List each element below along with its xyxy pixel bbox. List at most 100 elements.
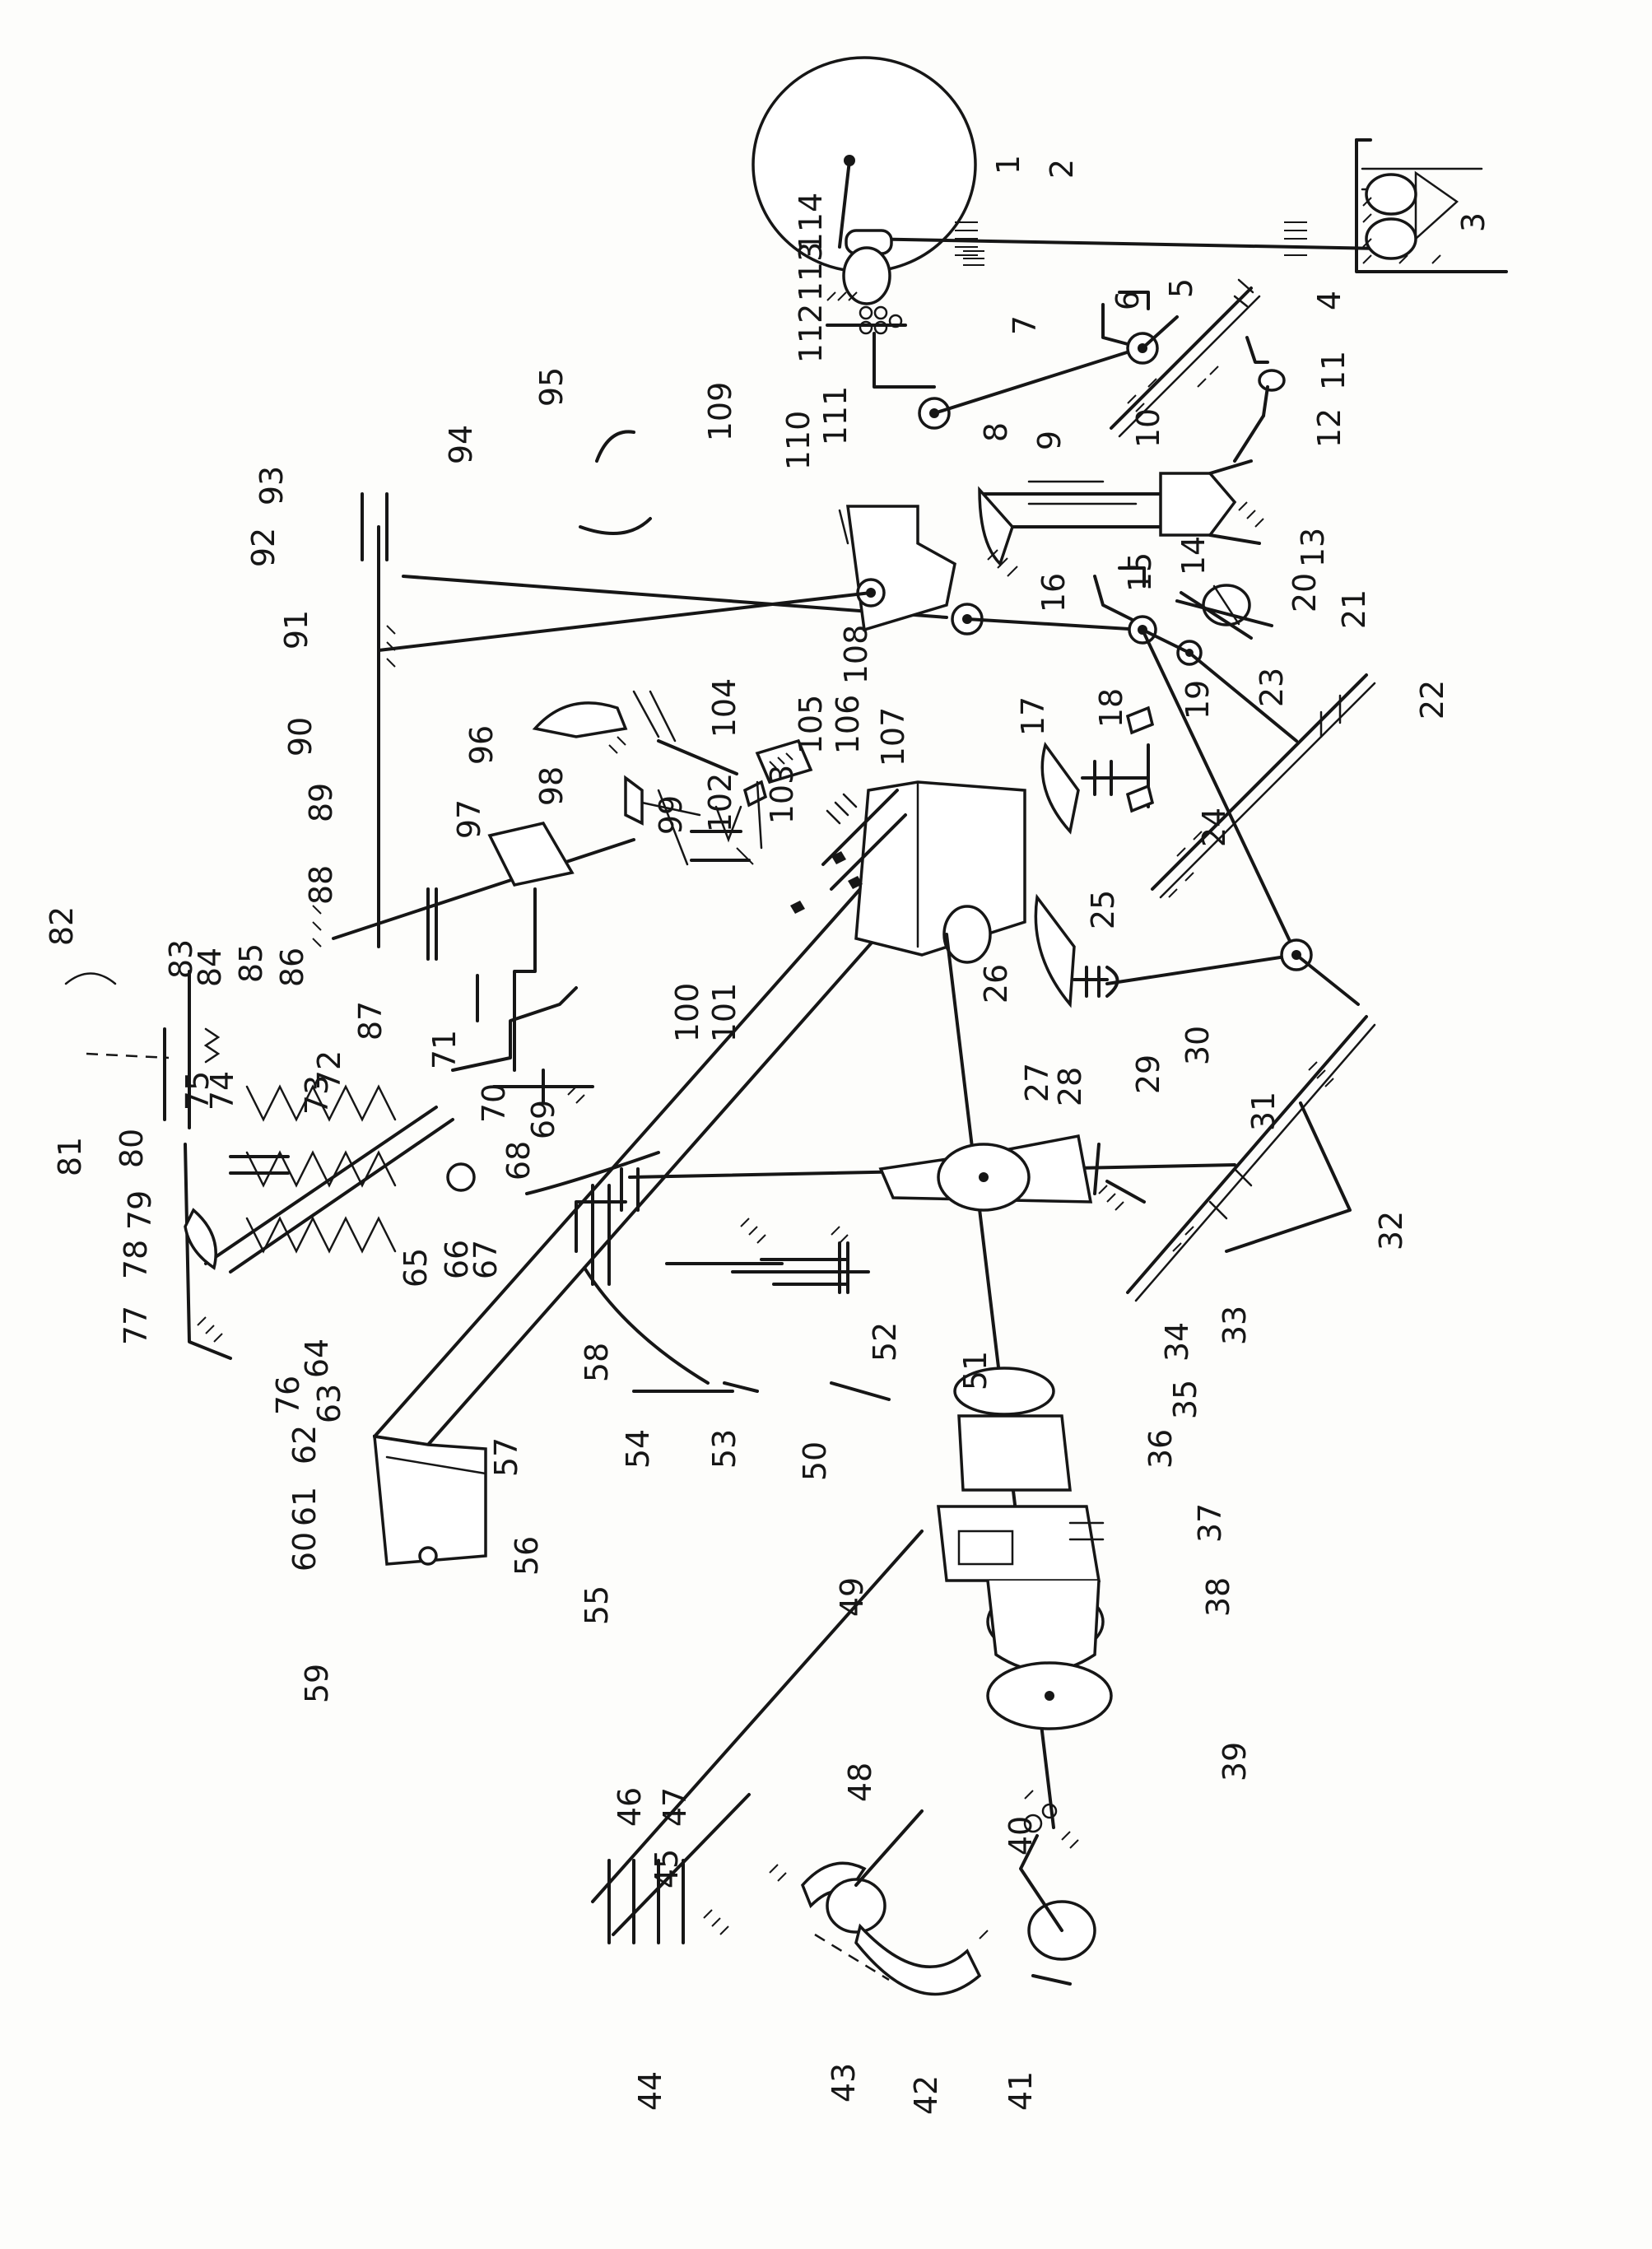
housing-107 bbox=[790, 780, 1026, 964]
label-18: 18 bbox=[1093, 687, 1129, 729]
label-56: 56 bbox=[509, 1535, 545, 1576]
label-63: 63 bbox=[311, 1383, 347, 1424]
label-11: 11 bbox=[1315, 350, 1352, 391]
label-99: 99 bbox=[653, 794, 689, 836]
short-shaft-44 bbox=[591, 1184, 891, 1401]
label-89: 89 bbox=[303, 782, 339, 823]
label-24: 24 bbox=[1196, 807, 1232, 848]
arm-96-104 bbox=[532, 690, 738, 866]
label-19: 19 bbox=[1180, 679, 1216, 720]
cam-17-follower-18 bbox=[1040, 705, 1155, 835]
label-22: 22 bbox=[1414, 679, 1450, 720]
label-57: 57 bbox=[488, 1436, 524, 1478]
gear-13-20 bbox=[1175, 584, 1273, 640]
shaft-49-50 bbox=[731, 1226, 870, 1294]
label-13: 13 bbox=[1295, 527, 1331, 568]
label-97: 97 bbox=[451, 799, 487, 840]
rod-89-97 bbox=[332, 822, 635, 1072]
label-100: 100 bbox=[669, 982, 705, 1043]
label-9: 9 bbox=[1031, 430, 1068, 451]
lever-108-110 bbox=[377, 505, 956, 652]
label-53: 53 bbox=[706, 1428, 742, 1469]
label-45: 45 bbox=[649, 1848, 685, 1889]
label-55: 55 bbox=[579, 1585, 615, 1626]
label-107: 107 bbox=[875, 706, 911, 767]
label-35: 35 bbox=[1167, 1379, 1203, 1420]
label-44: 44 bbox=[632, 2070, 668, 2112]
label-85: 85 bbox=[233, 943, 269, 984]
label-20: 20 bbox=[1287, 572, 1323, 613]
label-3: 3 bbox=[1455, 212, 1491, 233]
spring-stack-73-74 bbox=[204, 1084, 476, 1274]
pendulum-94-95 bbox=[361, 430, 948, 948]
label-12: 12 bbox=[1311, 407, 1347, 449]
label-34: 34 bbox=[1159, 1321, 1195, 1362]
label-82: 82 bbox=[44, 906, 80, 947]
label-28: 28 bbox=[1052, 1066, 1088, 1107]
lever-11-12 bbox=[1233, 336, 1286, 463]
label-5: 5 bbox=[1163, 277, 1199, 299]
label-65: 65 bbox=[398, 1247, 434, 1288]
label-26: 26 bbox=[978, 963, 1014, 1004]
label-15: 15 bbox=[1122, 552, 1158, 593]
label-62: 62 bbox=[286, 1424, 323, 1465]
drive-disc bbox=[752, 56, 977, 273]
label-49: 49 bbox=[834, 1576, 870, 1618]
label-54: 54 bbox=[620, 1428, 656, 1469]
label-114: 114 bbox=[793, 192, 829, 253]
label-59: 59 bbox=[299, 1663, 335, 1704]
rack-teeth-105-106 bbox=[742, 738, 858, 825]
label-32: 32 bbox=[1373, 1210, 1409, 1251]
label-17: 17 bbox=[1015, 696, 1051, 737]
label-112: 112 bbox=[793, 303, 829, 364]
label-106: 106 bbox=[830, 694, 866, 755]
label-105: 105 bbox=[793, 694, 829, 755]
label-14: 14 bbox=[1175, 535, 1212, 576]
label-61: 61 bbox=[286, 1486, 323, 1527]
label-58: 58 bbox=[579, 1342, 615, 1383]
label-101: 101 bbox=[706, 982, 742, 1043]
label-43: 43 bbox=[826, 2062, 862, 2103]
label-110: 110 bbox=[780, 410, 817, 471]
label-42: 42 bbox=[908, 2074, 944, 2116]
label-46: 46 bbox=[612, 1786, 648, 1828]
label-27: 27 bbox=[1019, 1062, 1055, 1103]
label-21: 21 bbox=[1336, 589, 1372, 630]
label-8: 8 bbox=[978, 421, 1014, 443]
lever-7-and-pivot-6 bbox=[933, 291, 1179, 415]
label-30: 30 bbox=[1180, 1025, 1216, 1066]
label-10: 10 bbox=[1130, 407, 1166, 449]
label-16: 16 bbox=[1035, 572, 1072, 613]
label-1: 1 bbox=[990, 154, 1026, 175]
label-79: 79 bbox=[122, 1190, 158, 1231]
top-bars-82-88 bbox=[64, 905, 322, 1129]
label-67: 67 bbox=[468, 1239, 504, 1280]
link-67-71 bbox=[451, 974, 594, 1105]
ratchet-76-80 bbox=[184, 1143, 290, 1360]
link-19-23 bbox=[1141, 628, 1298, 957]
label-48: 48 bbox=[842, 1762, 878, 1803]
label-86: 86 bbox=[274, 947, 310, 988]
crank-assembly-111 bbox=[826, 229, 951, 430]
cam-25 bbox=[1034, 893, 1360, 1008]
linkage-14-16 bbox=[951, 566, 1157, 645]
label-73: 73 bbox=[299, 1074, 335, 1115]
label-68: 68 bbox=[500, 1140, 537, 1181]
label-70: 70 bbox=[476, 1083, 512, 1124]
shaft-31 bbox=[1098, 1015, 1376, 1302]
block-59-62 bbox=[373, 1434, 487, 1566]
label-93: 93 bbox=[254, 465, 290, 506]
label-103: 103 bbox=[764, 764, 800, 825]
label-36: 36 bbox=[1142, 1428, 1179, 1469]
guide-shaft-22 bbox=[1151, 673, 1376, 899]
label-102: 102 bbox=[702, 772, 738, 833]
label-7: 7 bbox=[1007, 314, 1043, 336]
label-23: 23 bbox=[1254, 667, 1290, 708]
label-94: 94 bbox=[443, 424, 479, 465]
label-33: 33 bbox=[1217, 1305, 1253, 1346]
label-108: 108 bbox=[838, 624, 874, 685]
label-98: 98 bbox=[533, 766, 570, 807]
label-80: 80 bbox=[114, 1128, 150, 1169]
label-4: 4 bbox=[1311, 290, 1347, 311]
label-29: 29 bbox=[1130, 1054, 1166, 1095]
